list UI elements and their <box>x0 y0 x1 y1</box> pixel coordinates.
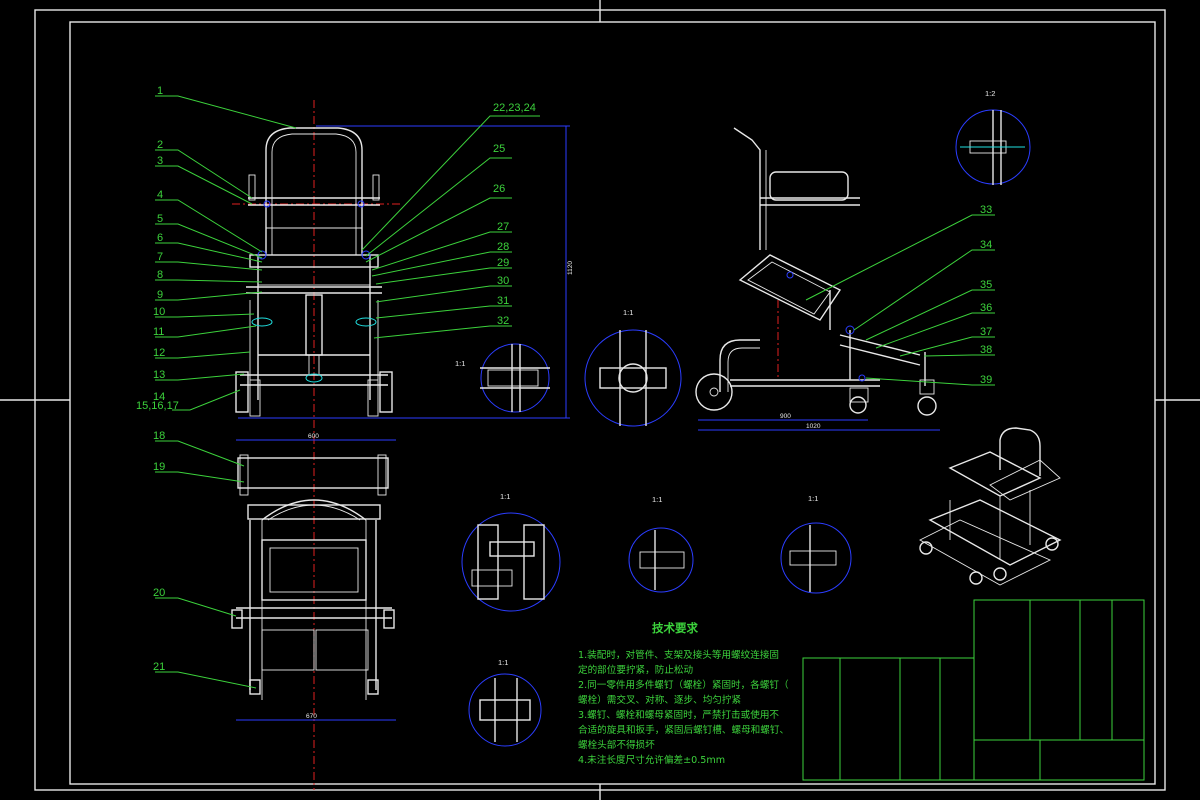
callout-label: 33 <box>980 204 992 216</box>
svg-text:1020: 1020 <box>806 423 821 430</box>
svg-text:600: 600 <box>308 433 319 440</box>
detail-scale-label: 1:1 <box>455 359 465 368</box>
detail-view-ii: 1:1 <box>628 495 694 593</box>
svg-text:900: 900 <box>780 413 791 420</box>
detail-view-v: 1:1 <box>455 343 550 413</box>
callout-label: 14 <box>153 391 165 403</box>
callout-label: 1 <box>157 85 163 97</box>
detail-view-iv: 1:1 <box>468 658 542 747</box>
tech-req-line: 3.螺钉、螺栓和螺母紧固时，严禁打击或使用不 <box>578 709 779 721</box>
callout-label: 37 <box>980 326 992 338</box>
callout-labels: 1 2 3 4 5 6 7 8 9 10 11 12 13 14 15,16,1… <box>136 85 992 673</box>
callout-label: 28 <box>497 241 509 253</box>
callout-label: 9 <box>157 289 163 301</box>
detail-scale-label: 1:1 <box>623 308 633 317</box>
detail-scale-label: 1:1 <box>500 492 510 501</box>
callout-label: 7 <box>157 251 163 263</box>
detail-scale-label: 1:1 <box>808 494 818 503</box>
callout-label: 26 <box>493 183 505 195</box>
tech-req-line: 螺栓头部不得损坏 <box>578 739 655 751</box>
callout-label: 18 <box>153 430 165 442</box>
callout-label: 5 <box>157 213 163 225</box>
callout-label: 19 <box>153 461 165 473</box>
callout-label: 25 <box>493 143 505 155</box>
tech-req-line: 4.未注长度尺寸允许偏差±0.5mm <box>578 754 725 766</box>
detail-view-iii: 1:1 <box>461 492 561 612</box>
detail-scale-label: 1:1 <box>652 495 662 504</box>
isometric-view <box>919 427 1062 586</box>
callout-label: 30 <box>497 275 509 287</box>
leader-lines <box>155 95 995 689</box>
front-view: 1120 <box>232 100 574 790</box>
svg-text:1120: 1120 <box>567 261 574 275</box>
callout-label: 34 <box>980 239 992 251</box>
detail-view-top-right: 1:2 <box>955 89 1031 185</box>
callout-label: 29 <box>497 257 509 269</box>
tech-req-line: 螺栓）需交叉、对称、逐步、均匀拧紧 <box>578 694 741 706</box>
callout-label: 39 <box>980 374 992 386</box>
callout-label: 10 <box>153 306 165 318</box>
tech-req-line: 定的部位要拧紧，防止松动 <box>578 664 694 676</box>
title-block <box>802 599 1145 781</box>
callout-label: 8 <box>157 269 163 281</box>
callout-label: 11 <box>153 326 164 338</box>
detail-views: 1:2 1:1 1:1 1:1 <box>455 89 1031 747</box>
tech-req-line: 1.装配时，对管件、支架及接头等用螺纹连接固 <box>578 649 779 661</box>
top-view: 600 670 <box>231 433 396 721</box>
callout-label: 38 <box>980 344 992 356</box>
callout-label: 22,23,24 <box>493 102 536 114</box>
side-view: 900 1020 <box>695 127 940 431</box>
tech-req-line: 合适的旋具和扳手，紧固后螺钉槽、螺母和螺钉、 <box>578 724 789 736</box>
callout-label: 13 <box>153 369 165 381</box>
callout-label: 2 <box>157 139 163 151</box>
callout-label: 15,16,17 <box>136 400 179 412</box>
callout-label: 36 <box>980 302 992 314</box>
callout-label: 27 <box>497 221 509 233</box>
svg-text:670: 670 <box>306 713 317 720</box>
detail-view-vi: 1:1 <box>584 308 682 427</box>
tech-req-title: 技术要求 <box>652 621 698 635</box>
callout-label: 21 <box>153 661 165 673</box>
callout-label: 6 <box>157 232 163 244</box>
detail-scale-label: 1:1 <box>498 658 508 667</box>
callout-label: 35 <box>980 279 992 291</box>
detail-scale-label: 1:2 <box>985 89 995 98</box>
callout-label: 4 <box>157 189 163 201</box>
callout-label: 32 <box>497 315 509 327</box>
callout-label: 12 <box>153 347 165 359</box>
callout-label: 20 <box>153 587 165 599</box>
callout-label: 3 <box>157 155 163 167</box>
technical-requirements: 技术要求 1.装配时，对管件、支架及接头等用螺纹连接固 定的部位要拧紧，防止松动… <box>578 621 789 766</box>
callout-label: 31 <box>497 295 509 307</box>
detail-view-i: 1:1 <box>780 494 852 594</box>
tech-req-line: 2.同一零件用多件螺钉（螺栓）紧固时，各螺钉（ <box>578 679 789 691</box>
